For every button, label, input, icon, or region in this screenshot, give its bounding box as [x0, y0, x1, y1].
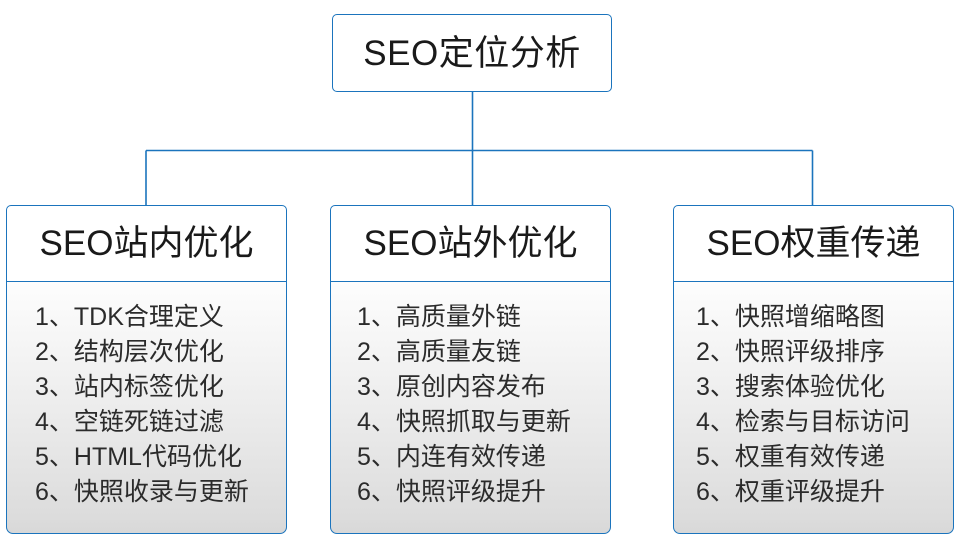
list-item: 2、高质量友链: [357, 338, 521, 366]
root-node[interactable]: SEO定位分析: [332, 14, 612, 92]
list-item: 6、权重评级提升: [696, 478, 885, 506]
list-item: 1、TDK合理定义: [35, 303, 224, 331]
list-item: 1、快照增缩略图: [696, 303, 885, 331]
list-item: 2、结构层次优化: [35, 338, 224, 366]
column-header-title: SEO站内优化: [39, 224, 254, 263]
column-header-title: SEO站外优化: [363, 224, 578, 263]
column-header-seo-offsite[interactable]: SEO站外优化: [330, 205, 611, 282]
column-header-seo-onsite[interactable]: SEO站内优化: [6, 205, 287, 282]
list-item: 6、快照评级提升: [357, 478, 546, 506]
list-item: 4、检索与目标访问: [696, 408, 910, 436]
list-item: 3、搜索体验优化: [696, 373, 885, 401]
list-item: 2、快照评级排序: [696, 338, 885, 366]
item-list: 1、高质量外链 2、高质量友链 3、原创内容发布 4、快照抓取与更新 5、内连有…: [331, 300, 610, 510]
column-seo-onsite[interactable]: SEO站内优化 1、TDK合理定义 2、结构层次优化 3、站内标签优化 4、空链…: [6, 205, 287, 534]
column-body-seo-offsite: 1、高质量外链 2、高质量友链 3、原创内容发布 4、快照抓取与更新 5、内连有…: [330, 281, 611, 534]
column-body-seo-weight-transfer: 1、快照增缩略图 2、快照评级排序 3、搜索体验优化 4、检索与目标访问 5、权…: [673, 281, 954, 534]
list-item: 5、权重有效传递: [696, 443, 885, 471]
column-seo-weight-transfer[interactable]: SEO权重传递 1、快照增缩略图 2、快照评级排序 3、搜索体验优化 4、检索与…: [673, 205, 954, 534]
list-item: 5、HTML代码优化: [35, 443, 242, 471]
list-item: 1、高质量外链: [357, 303, 521, 331]
list-item: 6、快照收录与更新: [35, 478, 249, 506]
item-list: 1、快照增缩略图 2、快照评级排序 3、搜索体验优化 4、检索与目标访问 5、权…: [674, 300, 953, 510]
root-node-title: SEO定位分析: [363, 33, 581, 73]
item-list: 1、TDK合理定义 2、结构层次优化 3、站内标签优化 4、空链死链过滤 5、H…: [7, 300, 286, 510]
list-item: 3、原创内容发布: [357, 373, 546, 401]
column-body-seo-onsite: 1、TDK合理定义 2、结构层次优化 3、站内标签优化 4、空链死链过滤 5、H…: [6, 281, 287, 534]
column-seo-offsite[interactable]: SEO站外优化 1、高质量外链 2、高质量友链 3、原创内容发布 4、快照抓取与…: [330, 205, 611, 534]
column-header-title: SEO权重传递: [706, 224, 921, 263]
column-header-seo-weight-transfer[interactable]: SEO权重传递: [673, 205, 954, 282]
list-item: 4、空链死链过滤: [35, 408, 224, 436]
list-item: 4、快照抓取与更新: [357, 408, 571, 436]
list-item: 3、站内标签优化: [35, 373, 224, 401]
list-item: 5、内连有效传递: [357, 443, 546, 471]
